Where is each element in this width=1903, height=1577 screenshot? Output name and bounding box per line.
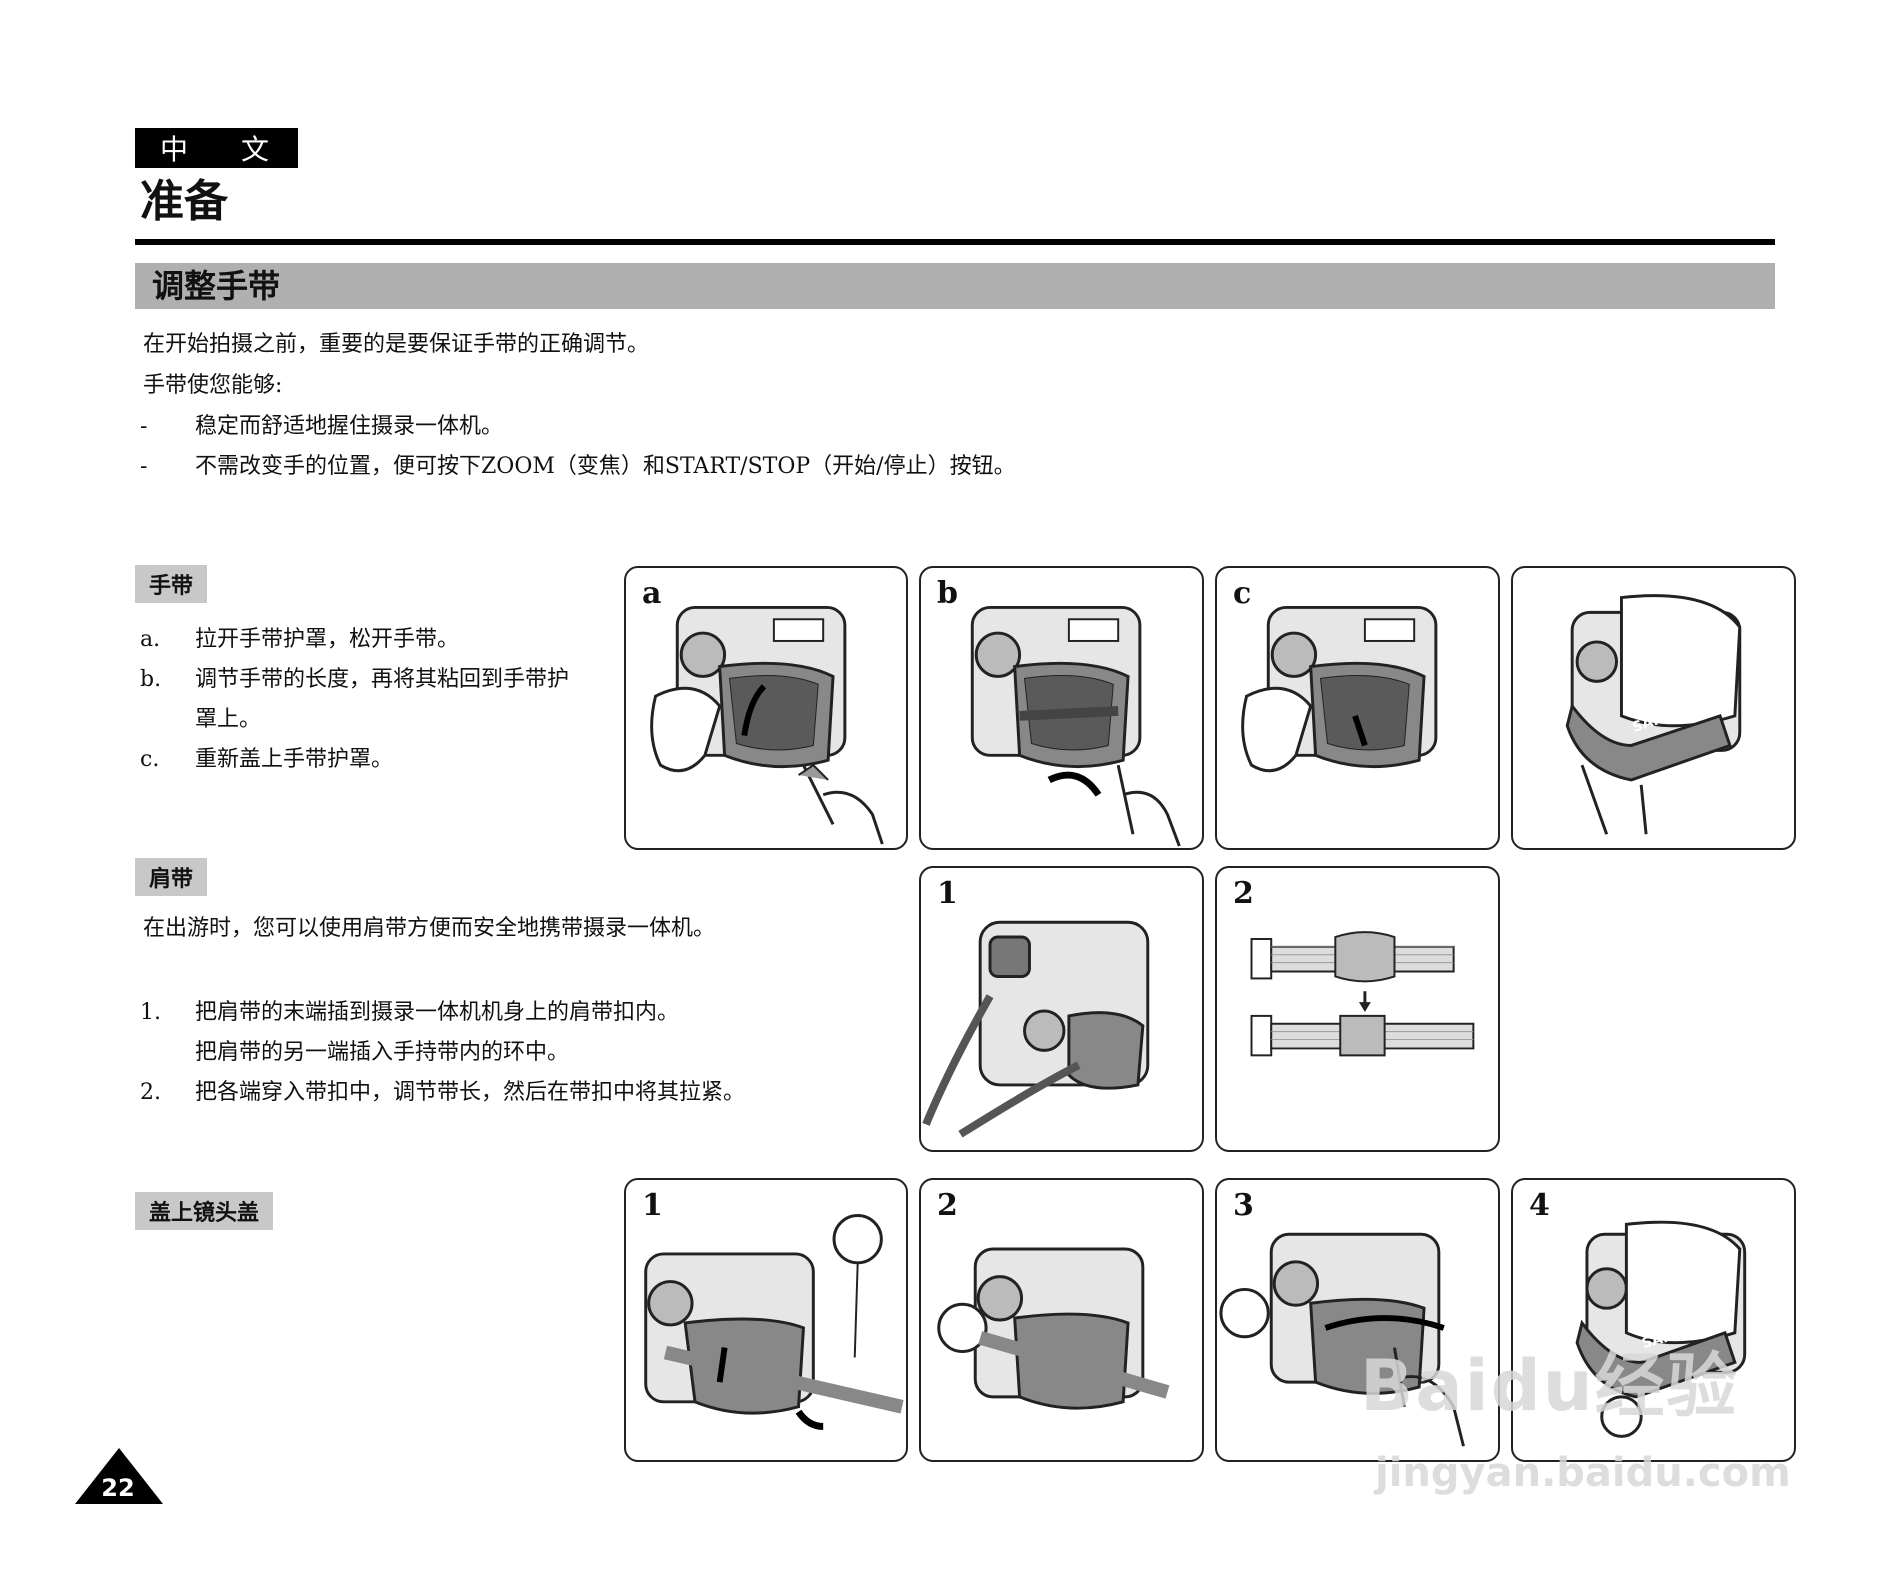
panel-label: 3 — [1233, 1188, 1254, 1223]
camcorder-illustration — [970, 605, 1181, 847]
step-marker: b. — [140, 667, 162, 692]
illustration-panel-a: a — [624, 566, 908, 850]
page-title: 准备 — [140, 176, 228, 227]
panel-label: c — [1233, 576, 1252, 611]
panel-label: b — [937, 576, 958, 611]
illustration-panel-shoulder-2: 2 — [1215, 866, 1500, 1152]
shoulder-intro: 在出游时，您可以使用肩带方便而安全地携带摄录一体机。 — [143, 916, 716, 941]
watermark-url: jingyan.baidu.com — [1375, 1450, 1791, 1496]
language-tab: 中 文 — [135, 128, 298, 168]
step-text: 调节手带的长度，再将其粘回到手带护 — [195, 667, 570, 692]
illustration-panel-lens-3: 3 — [1215, 1178, 1500, 1462]
illustration-panel-lens-1: 1 — [624, 1178, 908, 1462]
step-text: 把肩带的另一端插入手持带内的环中。 — [195, 1040, 570, 1065]
section-bar — [135, 263, 1775, 309]
bullet-marker: - — [140, 414, 148, 439]
step-text: 拉开手带护罩，松开手带。 — [195, 627, 460, 652]
illustration-panel-lens-2: 2 — [919, 1178, 1204, 1462]
intro-line-2: 手带使您能够: — [143, 373, 283, 398]
watermark: Baidu经验 — [1360, 1345, 1739, 1427]
panel-label: 4 — [1529, 1188, 1550, 1223]
bullet-text: 稳定而舒适地握住摄录一体机。 — [195, 414, 504, 439]
step-marker: 1. — [140, 1000, 161, 1025]
step-text: 重新盖上手带护罩。 — [195, 747, 394, 772]
panel-label: 1 — [937, 876, 958, 911]
step-text: 把肩带的末端插到摄录一体机机身上的肩带扣内。 — [195, 1000, 680, 1025]
hand-holding-camcorder-illustration — [1575, 1220, 1747, 1438]
page-badge — [75, 1448, 163, 1504]
hand-holding-camcorder-illustration — [1565, 594, 1742, 835]
page-number: 22 — [101, 1474, 135, 1502]
camcorder-illustration — [1241, 605, 1438, 773]
step-marker: c. — [140, 747, 160, 772]
step-text: 把各端穿入带扣中，调节带长，然后在带扣中将其拉紧。 — [195, 1080, 746, 1105]
bullet-marker: - — [140, 454, 148, 479]
intro-line-1: 在开始拍摄之前，重要的是要保证手带的正确调节。 — [143, 332, 650, 357]
step-text: 罩上。 — [195, 707, 262, 732]
camcorder-with-shoulder-strap-illustration — [922, 920, 1150, 1138]
panel-label: a — [642, 576, 662, 611]
step-marker: 2. — [140, 1080, 161, 1105]
panel-label: 1 — [642, 1188, 663, 1223]
camcorder-illustration — [650, 605, 884, 845]
strap-buckle-illustration — [1250, 931, 1475, 1057]
camcorder-lens-cap-illustration — [937, 1247, 1170, 1410]
illustration-panel-shoulder-1: 1 — [919, 866, 1204, 1152]
camcorder-lens-cap-illustration — [1219, 1232, 1465, 1447]
shoulder-strap-tag: 肩带 — [135, 858, 208, 896]
illustration-panel-lens-4: SAMSUNG 4 — [1511, 1178, 1796, 1462]
lens-cap-tag: 盖上镜头盖 — [135, 1192, 274, 1230]
camcorder-lens-cap-illustration — [644, 1214, 904, 1430]
illustration-panel-hand: SAMSUNG — [1511, 566, 1796, 850]
step-marker: a. — [140, 627, 161, 652]
illustration-panel-c: c — [1215, 566, 1500, 850]
illustration-panel-b: b — [919, 566, 1204, 850]
panel-label: 2 — [937, 1188, 958, 1223]
hand-strap-tag: 手带 — [135, 565, 208, 603]
section-title: 调整手带 — [152, 267, 281, 305]
title-rule — [135, 239, 1775, 245]
bullet-text: 不需改变手的位置，便可按下ZOOM（变焦）和START/STOP（开始/停止）按… — [195, 454, 1016, 479]
panel-label: 2 — [1233, 876, 1254, 911]
